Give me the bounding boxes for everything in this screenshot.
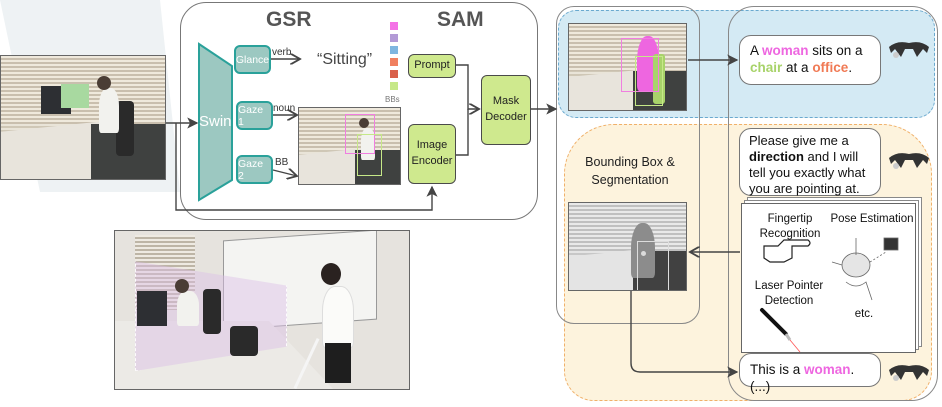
request-bold-word: direction — [749, 148, 804, 164]
caption-part: . — [848, 60, 853, 76]
bbs-label: BBs — [385, 95, 400, 104]
bb-color-swatch — [390, 58, 398, 66]
answer-suffix: . (...) — [750, 362, 855, 395]
caption-part: sits on a — [808, 43, 863, 58]
smart-glasses-icon — [889, 42, 929, 58]
smart-glasses-icon — [889, 365, 929, 381]
answer-bubble: This is a woman. (...) — [739, 353, 881, 394]
bbox-segmentation-label: Bounding Box & Segmentation — [585, 155, 675, 188]
caption-word-office: office — [812, 60, 849, 76]
request-line1: Please give me a — [749, 133, 849, 148]
answer-word-woman: woman — [804, 362, 851, 377]
vision-column — [556, 6, 700, 324]
bb-color-swatch — [390, 22, 398, 30]
caption-word-chair: chair — [750, 60, 783, 76]
bb-color-swatch — [390, 70, 398, 78]
bb-color-swatch — [390, 46, 398, 54]
swin-label: Swin — [199, 113, 232, 130]
request-line3: tell you exactly what — [749, 164, 866, 180]
gaze1-head: Gaze 1 — [236, 101, 273, 130]
request-line2: and I will — [803, 148, 859, 164]
caption-part: A — [750, 43, 763, 58]
image-encoder: Image Encoder — [408, 124, 456, 184]
segmentation-output-image — [568, 23, 687, 111]
laser-label: Laser Pointer Detection — [754, 280, 824, 307]
direction-request-bubble: Please give me a direction and I will te… — [739, 128, 881, 196]
verb-label: verb — [272, 47, 292, 58]
caption-word-woman: woman — [762, 43, 809, 58]
mask-decoder: Mask Decoder — [481, 75, 531, 145]
noun-label: noun — [273, 103, 296, 114]
pose-label: Pose Estimation — [830, 213, 914, 225]
glance-head: Glance — [234, 45, 271, 74]
input-image — [0, 55, 166, 180]
prompt-encoder: Prompt — [408, 54, 456, 78]
gsr-title: GSR — [266, 8, 312, 31]
verb-prediction: “Sitting” — [317, 51, 373, 68]
pointing-segmentation-image — [568, 202, 687, 291]
sam-title: SAM — [437, 8, 484, 31]
dialogue-column — [728, 6, 938, 401]
caption-part: at a — [782, 60, 813, 76]
etc-label: etc. — [854, 308, 874, 320]
gaze2-head: Gaze 2 — [236, 155, 273, 184]
bb-label: BB — [275, 157, 289, 168]
smart-glasses-icon — [889, 153, 929, 169]
fingertip-label: Fingertip Recognition — [759, 213, 821, 240]
gsr-output-image — [298, 107, 401, 185]
answer-prefix: This is a — [750, 362, 805, 377]
request-line4: you are pointing at. — [749, 180, 860, 196]
bb-color-swatch — [390, 34, 398, 42]
caption-bubble: A woman sits on a chair at a office. — [739, 35, 881, 85]
bb-color-swatch — [390, 82, 398, 90]
scene-photo — [114, 230, 410, 390]
